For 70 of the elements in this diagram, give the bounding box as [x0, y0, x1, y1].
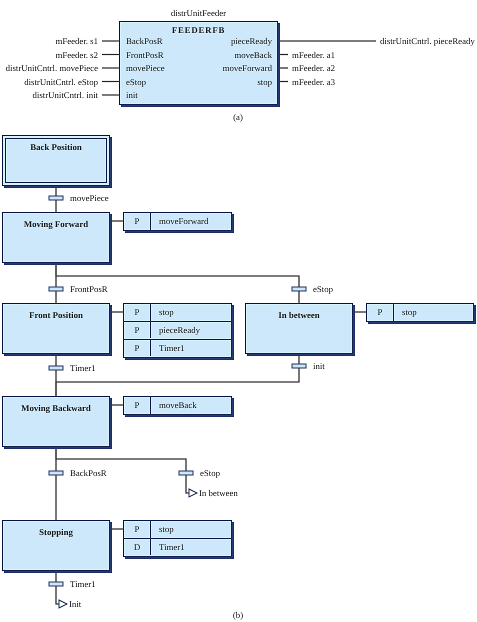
transition-condition: FrontPosR	[69, 283, 109, 295]
sequence-line	[55, 186, 57, 212]
signal-line	[102, 54, 119, 56]
action-name: pieceReady	[151, 321, 231, 339]
step-name: Back Position	[30, 141, 82, 153]
output-pin-label: moveBack	[234, 48, 273, 60]
connector-line	[110, 220, 123, 222]
signal-name: distrUnitCntrl. init	[32, 89, 98, 101]
transition-condition: BackPosR	[69, 467, 108, 479]
action-name: moveForward	[158, 215, 210, 228]
action-name: stop	[401, 306, 418, 319]
input-pin-label: init	[125, 89, 138, 101]
transition-condition: init	[312, 360, 326, 372]
action-qualifier: P	[124, 321, 151, 338]
action-name: Timer1	[151, 339, 231, 357]
output-pin-label: moveForward	[222, 62, 273, 74]
jump-arrow	[55, 447, 198, 498]
connector-line	[110, 311, 123, 313]
signal-name: mFeeder. s1	[55, 35, 98, 47]
block-type-name: FEEDERFB	[172, 24, 226, 36]
action-qualifier: P	[124, 304, 151, 321]
input-pin-label: eStop	[125, 76, 146, 88]
sequence-line	[55, 354, 300, 396]
action-qualifier: P	[124, 213, 151, 230]
signal-line	[102, 80, 119, 82]
signal-name: distrUnitCntrl. movePiece	[6, 62, 98, 74]
step-name: Front Position	[29, 309, 83, 321]
subfigure-label: (a)	[233, 111, 243, 123]
signal-name: mFeeder. a3	[292, 76, 335, 88]
action-name: Timer1	[151, 538, 231, 556]
signal-name: mFeeder. s2	[55, 48, 98, 60]
signal-name: mFeeder. a2	[292, 62, 335, 74]
step-name: Moving Forward	[24, 218, 88, 230]
subfigure-label: (b)	[232, 609, 244, 621]
signal-name: distrUnitCntrl. pieceReady	[380, 35, 475, 47]
signal-line	[278, 40, 376, 42]
action-qualifier: D	[124, 538, 151, 555]
step-name: Moving Backward	[21, 402, 91, 414]
transition-condition: movePiece	[69, 192, 110, 204]
action-name: stop	[158, 306, 175, 319]
connector-line	[353, 311, 366, 313]
jump-target: In between	[199, 487, 238, 499]
connector-line	[110, 404, 123, 406]
jump-target: Init	[69, 598, 82, 610]
input-pin-label: movePiece	[125, 62, 165, 74]
signal-name: distrUnitCntrl. eStop	[24, 76, 98, 88]
action-qualifier: P	[124, 521, 151, 538]
action-qualifier: P	[124, 339, 151, 356]
jump-arrow	[55, 571, 68, 608]
sequence-line	[55, 263, 300, 303]
transition-condition: eStop	[199, 467, 222, 479]
action-qualifier: P	[124, 397, 151, 414]
action-name: moveBack	[158, 399, 198, 412]
input-pin-label: FrontPosR	[125, 48, 164, 60]
output-pin-label: pieceReady	[230, 35, 273, 47]
instance-name: distrUnitFeeder	[170, 7, 226, 19]
output-pin-label: stop	[257, 76, 273, 88]
step-name: In between	[278, 309, 320, 321]
action-qualifier: P	[367, 304, 394, 321]
signal-line	[102, 67, 119, 69]
transition-condition: eStop	[312, 283, 334, 295]
input-pin-label: BackPosR	[125, 35, 163, 47]
transition-condition: Timer1	[69, 362, 97, 374]
transition-condition: Timer1	[69, 578, 97, 590]
signal-line	[102, 94, 119, 96]
signal-name: mFeeder. a1	[292, 48, 335, 60]
action-name: stop	[158, 523, 175, 536]
connector-line	[110, 528, 123, 530]
signal-line	[102, 40, 119, 42]
step-name: Stopping	[39, 526, 73, 538]
